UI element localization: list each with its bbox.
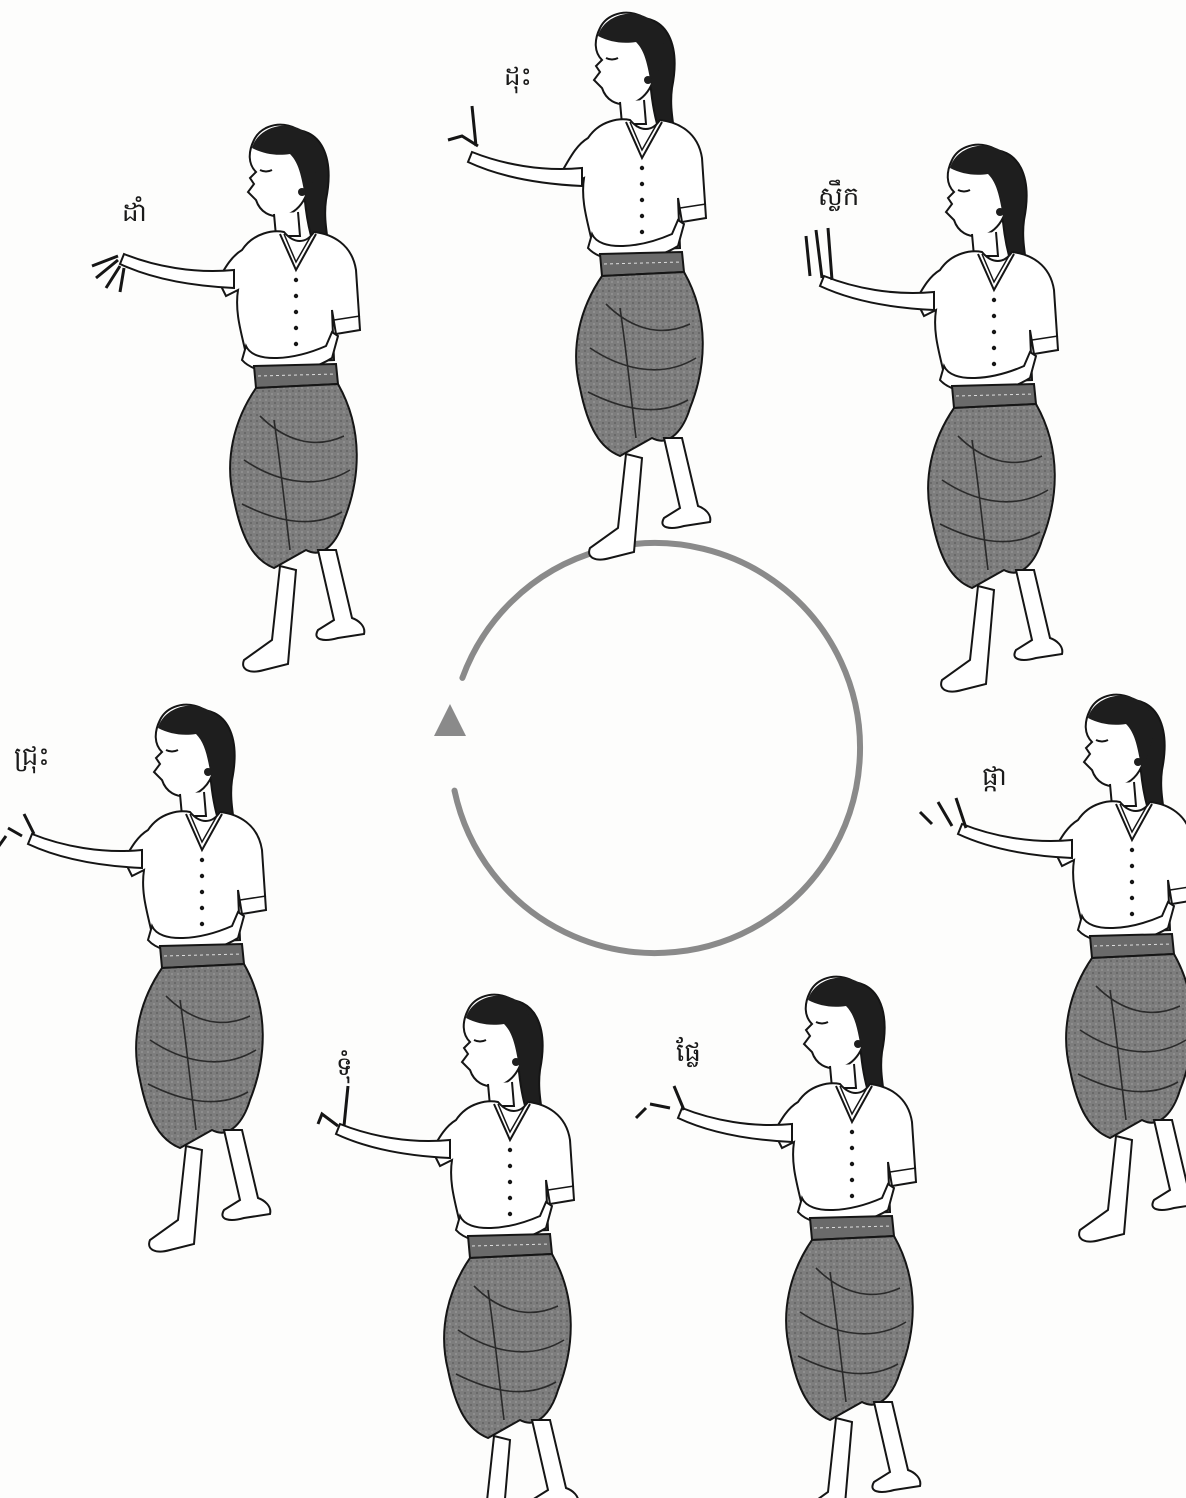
- dancer-top-center: [448, 13, 710, 560]
- gesture-label-top-right: ស្លឹក: [818, 180, 859, 218]
- hand-gesture-icon: [920, 798, 966, 828]
- hand-gesture-icon: [318, 1086, 348, 1126]
- dancer-mid-left: [0, 705, 270, 1252]
- dancer-top-right: [806, 145, 1062, 692]
- gesture-label-bottom-center: ទុំ: [336, 1050, 353, 1088]
- hand-gesture-icon: [92, 256, 124, 292]
- gesture-label-top-center: ដុះ: [504, 60, 532, 98]
- gesture-label-bottom-right: ផ្លែ: [676, 1036, 701, 1074]
- dancer-bottom-center: [318, 995, 578, 1498]
- gesture-label-top-left: ដាំ: [122, 196, 147, 234]
- hand-gesture-icon: [636, 1086, 684, 1118]
- hand-gesture-icon: [806, 228, 832, 280]
- gesture-label-mid-left: ជ្រុះ: [14, 740, 50, 778]
- cycle-arrow-icon: [434, 543, 860, 953]
- gesture-label-mid-right: ផ្កា: [982, 760, 1007, 798]
- hand-gesture-icon: [448, 106, 478, 146]
- dancer-mid-right: [920, 695, 1186, 1242]
